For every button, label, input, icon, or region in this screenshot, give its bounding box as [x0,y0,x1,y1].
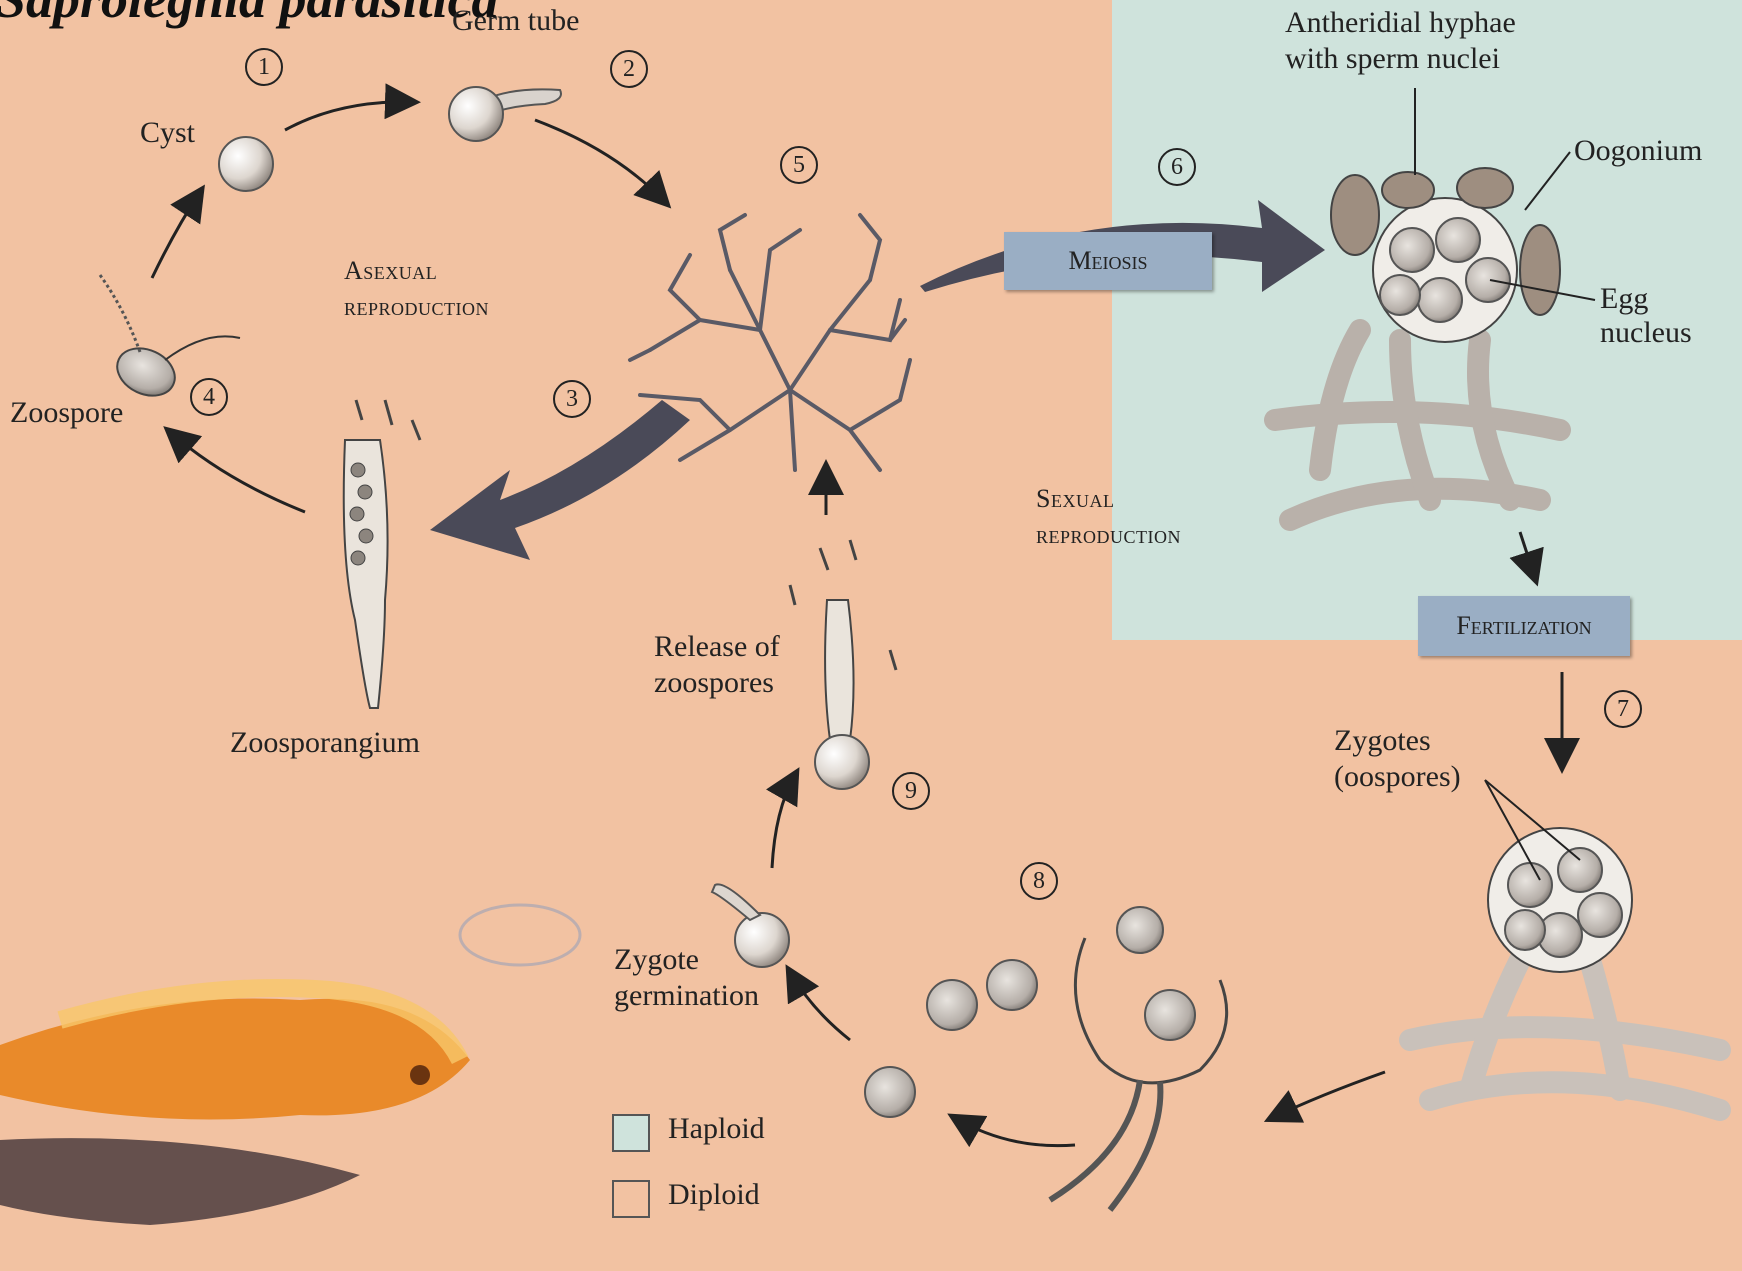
release-zygote-base [815,735,869,789]
oogonium-label: Oogonium [1574,134,1702,169]
egg-nucleus-label-line1: Egg [1600,282,1648,317]
zoosporangium-label: Zoosporangium [230,726,420,761]
release-label-line2: zoospores [654,666,774,701]
meiosis-box: Meiosis [1004,232,1212,290]
germination-tube [712,884,760,920]
arrow-zygotes-to-germ [1272,1072,1385,1118]
released-zoospores-top [356,400,420,440]
arrow-sporangium-to-zoospore [170,432,305,512]
release-sporangium [825,600,853,740]
zygotes-label-line2: (oospores) [1334,760,1461,795]
zoospore-label: Zoospore [10,396,123,431]
legend-diploid-label: Diploid [668,1178,760,1213]
zygote-germination-label-line1: Zygote [614,943,699,978]
step-number-5: 5 [780,146,818,184]
arrow-cyst-to-germ [285,102,412,130]
oogonium-pointer [1525,152,1570,210]
asexual-label-line2: reproduction [344,292,489,322]
egg-nucleus-label-line2: nucleus [1600,316,1692,351]
legend-diploid-swatch [612,1180,650,1218]
step-number-1: 1 [245,48,283,86]
release-label-line1: Release of [654,630,780,665]
step-number-8: 8 [1020,862,1058,900]
arrow-zoospore-to-cyst [152,192,200,278]
zygote-hyphae [1410,960,1720,1110]
sexual-label-line2: reproduction [1036,520,1181,550]
step-number-4: 4 [190,378,228,416]
germ-tube-label: Germ tube [452,4,579,39]
arrow-hypha-to-spores [955,1118,1075,1146]
legend-haploid-label: Haploid [668,1112,765,1147]
antheridial-label-line2: with sperm nuclei [1285,42,1500,77]
germinating-zygote [735,913,789,967]
arrow-germ-to-mycelium [535,120,665,202]
step-number-3: 3 [553,380,591,418]
oospores [865,907,1195,1117]
sexual-label-line1: Sexual [1036,484,1114,514]
cyst-label: Cyst [140,116,195,151]
big-arrow-asexual [430,400,690,560]
antheridial-label-line1: Antheridial hyphae [1285,6,1516,41]
cyst-cell [219,137,273,191]
hyphae-network [1275,330,1560,520]
fish-photo-frame [0,870,512,1271]
step-number-9: 9 [892,772,930,810]
zygote-germination-label-line2: germination [614,979,759,1014]
zygotes-label-line1: Zygotes [1334,724,1431,759]
zoospore-cell [110,339,183,404]
legend-haploid-swatch [612,1114,650,1152]
arrow-germination-to-release [772,775,795,868]
step-number-6: 6 [1158,148,1196,186]
fertilization-box: Fertilization [1418,596,1630,656]
step-number-2: 2 [610,50,648,88]
asexual-label-line1: Asexual [344,256,437,286]
germinating-cyst [449,87,503,141]
zoospore-tinsel-flagellum [100,275,140,352]
arrow-oogonium-to-fertilization [1520,532,1535,578]
page-title: Saprolegnia parasitica [0,0,499,30]
zoospore-flagellum [165,336,240,360]
zoosporangium-body [344,440,388,708]
step-number-7: 7 [1604,690,1642,728]
arrow-spores-to-germination [790,972,850,1040]
